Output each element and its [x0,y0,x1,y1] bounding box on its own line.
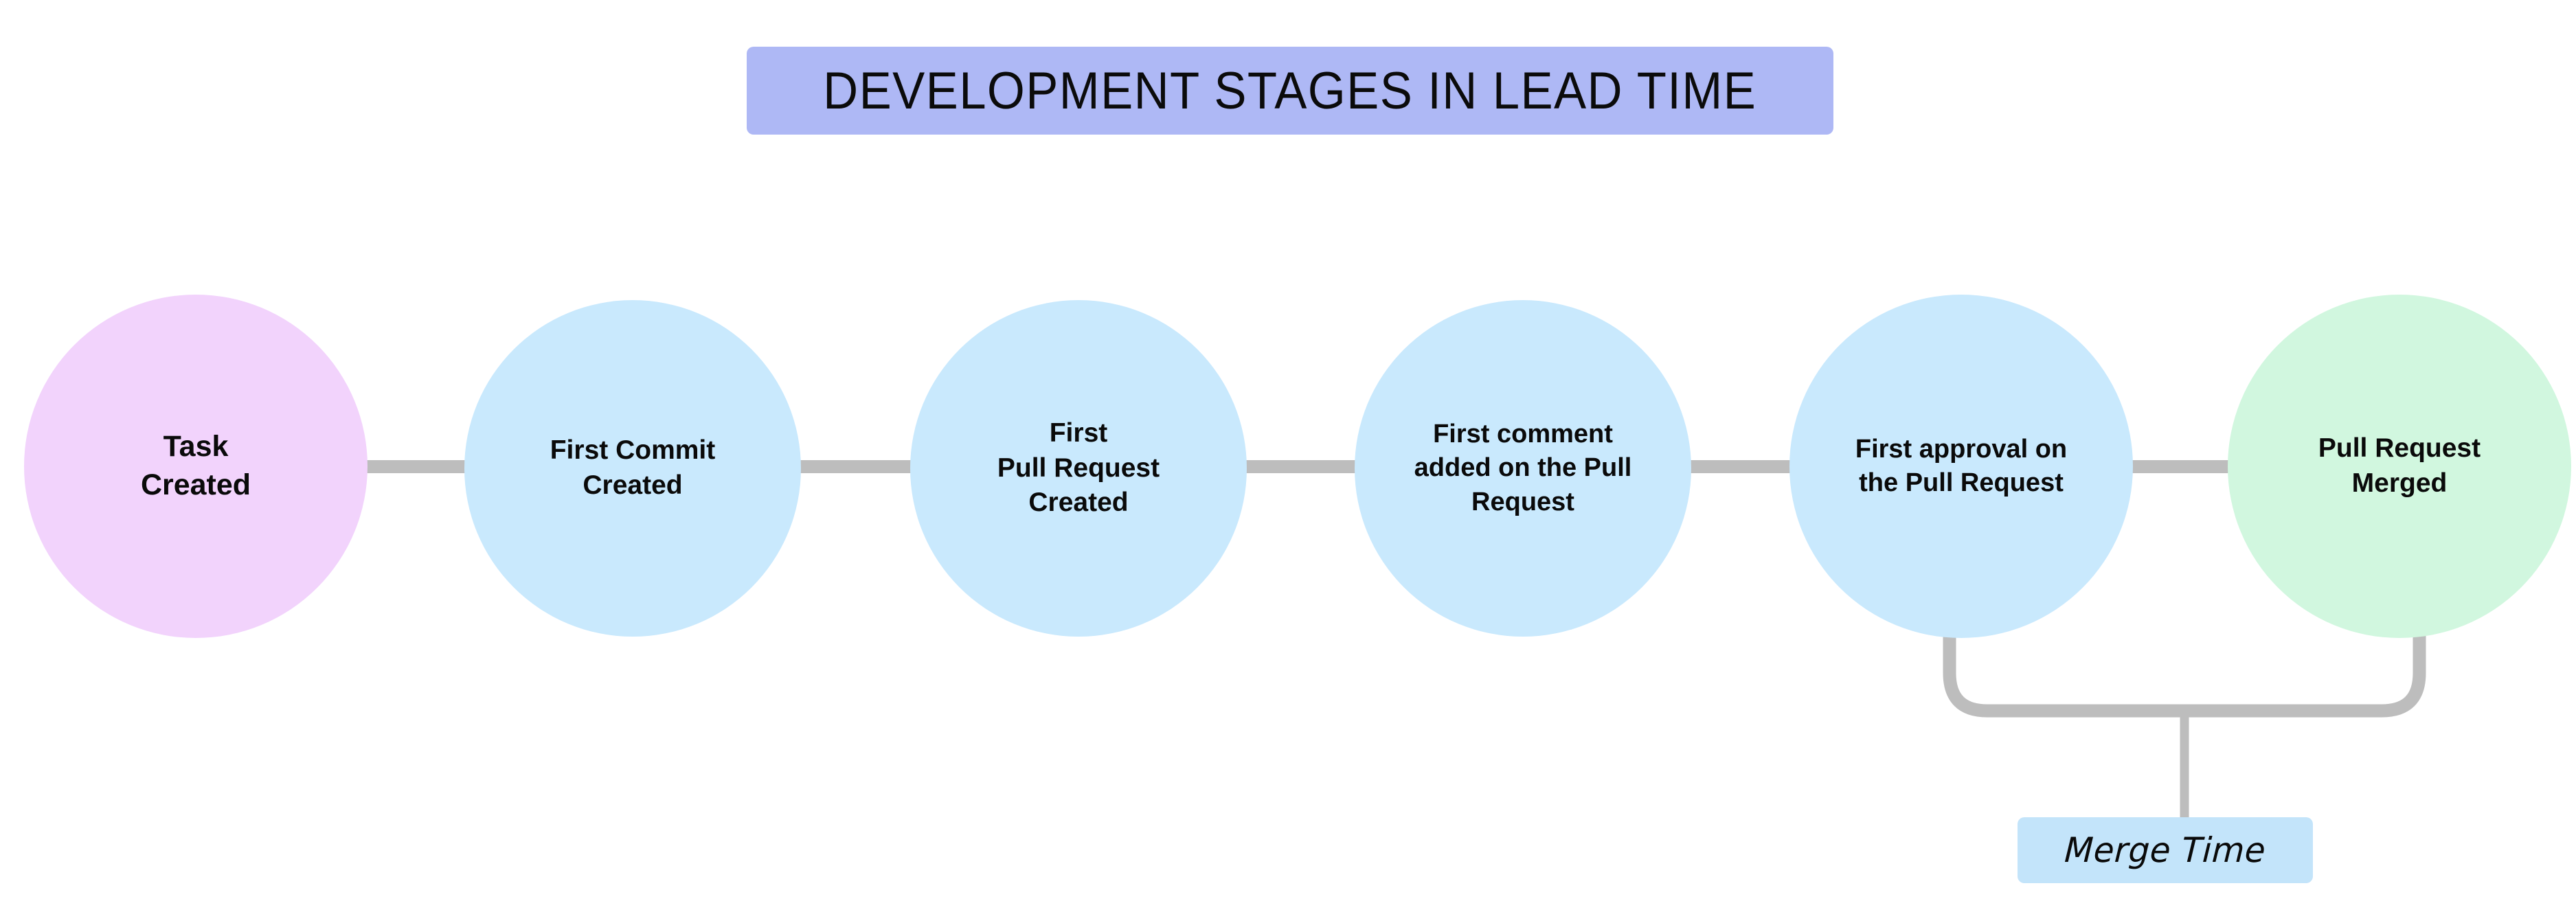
stage-node-label: Task Created [140,430,251,501]
stage-node-label: First Pull Request Created [997,418,1160,518]
connector-rail-4 [1666,460,1814,473]
stage-node-label: First approval on the Pull Request [1855,434,2068,497]
stage-node-label: First comment added on the Pull Request [1414,419,1632,516]
merge-time-label-box[interactable]: Merge Time [2018,817,2313,883]
connector-rail-1 [343,460,495,473]
stage-node-label: First Commit Created [550,435,716,500]
stage-node-first-pull-request[interactable]: First Pull Request Created [910,300,1247,637]
stage-node-first-comment[interactable]: First comment added on the Pull Request [1355,300,1691,637]
diagram-title-banner: DEVELOPMENT STAGES IN LEAD TIME [747,47,1833,135]
connector-rail-5 [2109,460,2253,473]
stage-node-label: Pull Request Merged [2318,433,2481,498]
stage-node-task-created[interactable]: Task Created [24,295,368,638]
stage-node-first-approval[interactable]: First approval on the Pull Request [1789,295,2133,638]
connector-rail-3 [1223,460,1377,473]
stage-node-pull-request-merged[interactable]: Pull Request Merged [2228,295,2571,638]
stage-node-first-commit[interactable]: First Commit Created [464,300,801,637]
merge-time-label: Merge Time [2064,830,2267,870]
connector-rail-2 [776,460,934,473]
page-title: DEVELOPMENT STAGES IN LEAD TIME [823,61,1757,120]
